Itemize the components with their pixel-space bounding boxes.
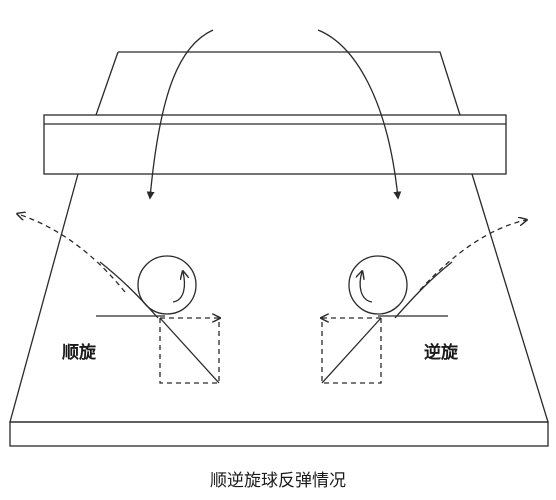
right-resultant-vector [321, 317, 382, 384]
table-surface [9, 173, 549, 423]
left-spin-arrow [172, 272, 184, 303]
diagram-caption: 顺逆旋球反弹情况 [210, 471, 346, 491]
net-bar [43, 114, 507, 175]
right-spin-label: 逆旋 [424, 342, 459, 363]
right-trajectory-arrow [317, 29, 402, 200]
left-topspin-group: 顺旋 [18, 214, 220, 384]
right-incoming-path [394, 261, 453, 319]
left-spin-label: 顺旋 [62, 342, 97, 363]
right-backspin-group: 逆旋 [321, 220, 526, 384]
left-ball [137, 255, 197, 315]
left-resultant-vector [159, 317, 220, 384]
right-spin-arrow [360, 272, 373, 303]
table-front-edge [9, 421, 549, 447]
right-vector-box [321, 318, 382, 384]
table-far-face [95, 51, 461, 116]
left-vector-box [159, 318, 220, 384]
left-rebound-path [18, 214, 126, 293]
right-rebound-path [419, 220, 526, 291]
left-trajectory-arrow [146, 29, 214, 200]
right-ball [348, 255, 408, 315]
left-incoming-path [99, 261, 159, 319]
